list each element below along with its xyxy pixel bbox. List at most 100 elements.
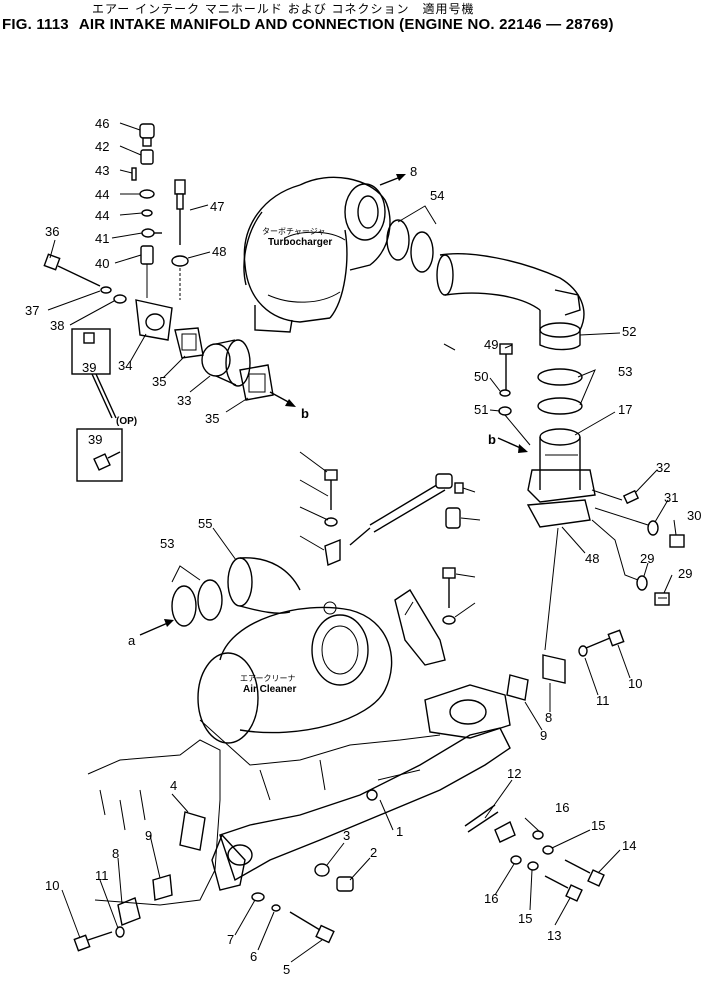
callout-5: 5 bbox=[283, 962, 290, 977]
arrow-b-left-head bbox=[285, 399, 296, 407]
callout-40: 49 bbox=[484, 337, 498, 352]
callout-numbers: 46 42 43 44 44 41 40 47 48 36 37 38 39 3… bbox=[25, 116, 701, 977]
callout-13: 13 bbox=[547, 928, 561, 943]
cover-8-right bbox=[542, 654, 566, 684]
op-label: (OP) bbox=[116, 416, 137, 427]
air-cleaner-label: Air Cleaner bbox=[243, 684, 296, 695]
arrow-8-label: 8 bbox=[410, 164, 417, 179]
elbow-hose-43 bbox=[436, 253, 585, 351]
arrow-8-head bbox=[396, 174, 406, 181]
plug-18 bbox=[654, 592, 670, 606]
callout-29-op: 39 bbox=[88, 432, 102, 447]
japanese-title: エアー インテーク マニホールド および コネクション 適用号機 bbox=[92, 2, 475, 16]
callout-22: 32 bbox=[656, 460, 670, 475]
bolt-5 bbox=[289, 911, 335, 944]
bolt-53 bbox=[324, 469, 338, 510]
bolt-50 bbox=[442, 567, 456, 608]
o-ring-35 bbox=[141, 209, 153, 217]
washer-21 bbox=[647, 520, 659, 536]
arrow-a-label: a bbox=[128, 633, 136, 648]
washer-28 bbox=[113, 294, 127, 304]
callout-15-upper: 15 bbox=[591, 818, 605, 833]
callout-25-lower: 35 bbox=[205, 411, 219, 426]
washer-34 bbox=[139, 189, 155, 199]
engine-block bbox=[87, 719, 441, 906]
gasket-25-upper bbox=[174, 327, 204, 359]
washer-6 bbox=[271, 904, 281, 912]
guide-21 bbox=[594, 507, 649, 526]
callout-26: 36 bbox=[45, 224, 59, 239]
tube-48 bbox=[349, 473, 464, 546]
nut-32 bbox=[140, 149, 154, 165]
washer-42 bbox=[498, 406, 512, 416]
callout-34: 44 bbox=[95, 187, 109, 202]
bolt-29-op bbox=[93, 451, 121, 471]
callout-41: 50 bbox=[474, 369, 488, 384]
callout-7: 7 bbox=[227, 932, 234, 947]
box-29-op bbox=[76, 428, 123, 482]
callout-16-lower: 16 bbox=[484, 891, 498, 906]
connector-17 bbox=[527, 428, 596, 503]
arrow-a bbox=[139, 621, 171, 636]
callout-6: 6 bbox=[250, 949, 257, 964]
plug-20 bbox=[669, 534, 685, 548]
leader-lines bbox=[47, 122, 677, 963]
bolt-13 bbox=[544, 875, 583, 902]
callout-9-right: 9 bbox=[540, 728, 547, 743]
callout-9-left: 9 bbox=[145, 828, 152, 843]
callout-33: 43 bbox=[95, 163, 109, 178]
callout-16-upper: 16 bbox=[555, 800, 569, 815]
fitting-31 bbox=[141, 228, 162, 238]
callout-44-upper: 53 bbox=[618, 364, 632, 379]
stud-29-b bbox=[95, 373, 117, 419]
pipe-23 bbox=[201, 339, 251, 387]
bracket-49 bbox=[394, 589, 446, 666]
callout-46: 55 bbox=[198, 516, 212, 531]
arrow-b-right-label: b bbox=[488, 432, 496, 447]
callout-17: 17 bbox=[618, 402, 632, 417]
gasket-25-upper-hole bbox=[181, 333, 197, 351]
gasket-9-left bbox=[152, 874, 173, 901]
callout-11-left: 11 bbox=[95, 868, 109, 883]
gasket-9-right bbox=[506, 674, 529, 701]
bolt-14 bbox=[564, 859, 605, 887]
bolt-40 bbox=[499, 343, 513, 390]
plug-36 bbox=[139, 123, 155, 147]
callout-30: 40 bbox=[95, 256, 109, 271]
valve-47 bbox=[445, 507, 461, 529]
leader-45 bbox=[397, 205, 437, 225]
turbocharger-jp-label: ターボチャージャ bbox=[262, 227, 325, 236]
washer-55 bbox=[324, 517, 338, 527]
o-ring-3 bbox=[314, 863, 330, 877]
bolt-10-right bbox=[585, 629, 625, 649]
callout-23: 33 bbox=[177, 393, 191, 408]
bolt-29 bbox=[83, 332, 95, 344]
figure-caption: AIR INTAKE MANIFOLD AND CONNECTION (ENGI… bbox=[78, 16, 614, 33]
washer-51 bbox=[442, 615, 456, 625]
flange-24-hole bbox=[145, 313, 165, 331]
guide-22 bbox=[591, 489, 623, 501]
hose-46 bbox=[227, 557, 301, 614]
washer-7 bbox=[251, 892, 265, 902]
intake-manifold-1 bbox=[211, 684, 511, 891]
sensor-37 bbox=[174, 179, 186, 245]
washer-16-upper bbox=[532, 830, 544, 840]
arrow-b-right-head bbox=[518, 444, 528, 453]
cover-8-left bbox=[117, 897, 141, 926]
bolt-26 bbox=[43, 253, 101, 287]
callout-8-left: 8 bbox=[112, 846, 119, 861]
callout-31: 41 bbox=[95, 231, 109, 246]
callout-18: 29 bbox=[678, 566, 692, 581]
gasket-39 bbox=[526, 499, 591, 528]
guide-line-39 bbox=[544, 527, 559, 651]
plug-2 bbox=[336, 876, 354, 892]
callout-29: 39 bbox=[82, 360, 96, 375]
o-ring-44-upper-b bbox=[537, 397, 583, 415]
air-cleaner bbox=[197, 601, 393, 744]
callout-37: 47 bbox=[210, 199, 224, 214]
callout-8-right: 8 bbox=[545, 710, 552, 725]
washer-15-upper bbox=[542, 845, 554, 855]
guide-40 bbox=[504, 414, 531, 446]
stud-29 bbox=[91, 373, 113, 419]
